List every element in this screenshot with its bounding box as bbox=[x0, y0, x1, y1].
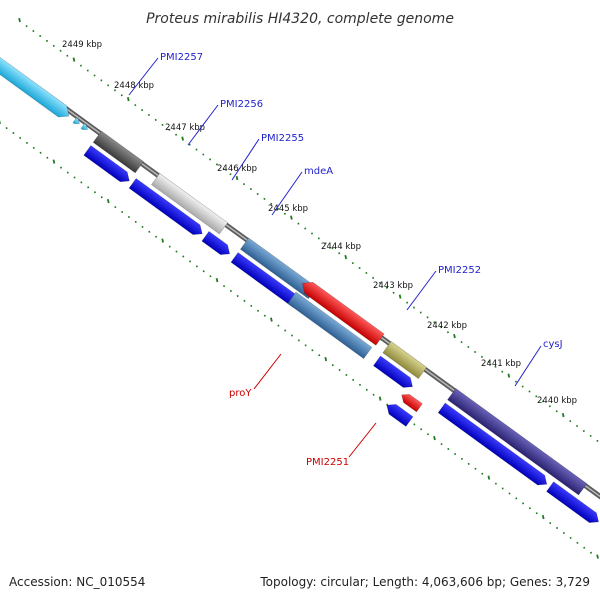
gene-label-pmi2257[interactable]: PMI2257 bbox=[160, 52, 203, 63]
tick-mark bbox=[235, 176, 239, 181]
accession-text: Accession: NC_010554 bbox=[9, 575, 145, 589]
tick-mark bbox=[270, 317, 273, 322]
gene-feature-proy[interactable] bbox=[298, 277, 385, 346]
kbp-label: 2449 kbp bbox=[62, 40, 102, 50]
tick-mark bbox=[433, 436, 436, 441]
leader-line bbox=[348, 422, 377, 458]
tick-mark bbox=[453, 334, 456, 339]
leader-line bbox=[514, 345, 542, 387]
tick-mark bbox=[561, 413, 565, 418]
tick-mark bbox=[487, 475, 491, 480]
kbp-label: 2444 kbp bbox=[321, 242, 361, 252]
kbp-label: 2448 kbp bbox=[114, 81, 154, 91]
gene-feature-cyan-small[interactable] bbox=[80, 123, 89, 132]
gene-label-pmi2251[interactable]: PMI2251 bbox=[306, 457, 349, 468]
tick-mark bbox=[215, 278, 219, 283]
gene-label-pmi2255[interactable]: PMI2255 bbox=[261, 133, 304, 144]
kbp-label: 2442 kbp bbox=[427, 321, 467, 331]
tick-mark bbox=[161, 238, 164, 243]
gene-feature-cyan-small[interactable] bbox=[72, 117, 81, 126]
cds-feature[interactable] bbox=[128, 178, 206, 238]
gene-feature-pmi2251[interactable] bbox=[399, 391, 423, 413]
tick-mark bbox=[378, 396, 382, 401]
gene-label-pmi2252[interactable]: PMI2252 bbox=[438, 265, 481, 276]
cds-feature[interactable] bbox=[383, 400, 414, 427]
leader-line bbox=[231, 138, 260, 181]
gene-label-cysj[interactable]: cysJ bbox=[543, 339, 563, 350]
kbp-label: 2443 kbp bbox=[373, 281, 413, 291]
gene-feature-pmi2256[interactable] bbox=[151, 172, 229, 235]
tick-tracks bbox=[0, 18, 599, 559]
feature-track bbox=[0, 54, 600, 527]
tick-mark bbox=[126, 97, 130, 102]
tick-mark bbox=[106, 199, 110, 204]
tick-mark bbox=[290, 215, 293, 220]
kbp-label: 2447 kbp bbox=[165, 123, 205, 133]
leader-line bbox=[253, 353, 282, 390]
kbp-label: 2440 kbp bbox=[537, 396, 577, 406]
gene-label-proy[interactable]: proY bbox=[229, 388, 252, 399]
cds-feature[interactable] bbox=[437, 402, 550, 489]
cds-feature[interactable] bbox=[201, 230, 233, 258]
tick-mark bbox=[18, 18, 21, 23]
gene-feature-pmi2252[interactable] bbox=[382, 341, 428, 380]
gene-feature-cyan[interactable] bbox=[0, 54, 73, 122]
gene-feature-mdea[interactable] bbox=[240, 237, 318, 300]
tick-mark bbox=[398, 294, 402, 299]
map-title: Proteus mirabilis HI4320, complete genom… bbox=[146, 11, 454, 27]
gene-labels: PMI2257 PMI2256 PMI2255 mdeA PMI2252 cys… bbox=[128, 52, 563, 468]
tick-mark bbox=[181, 136, 184, 141]
kbp-label: 2445 kbp bbox=[268, 204, 308, 214]
kbp-labels: 2449 kbp 2448 kbp 2447 kbp 2446 kbp 2445… bbox=[62, 40, 577, 406]
kbp-label: 2441 kbp bbox=[481, 359, 521, 369]
gene-feature-pmi2257[interactable] bbox=[92, 130, 144, 174]
gene-label-mdea[interactable]: mdeA bbox=[304, 166, 333, 177]
tick-mark bbox=[541, 515, 545, 520]
gene-feature-proy-region[interactable] bbox=[287, 291, 373, 360]
kbp-label: 2446 kbp bbox=[217, 164, 257, 174]
leader-line bbox=[187, 104, 219, 146]
cds-feature[interactable] bbox=[372, 355, 416, 392]
tick-mark bbox=[344, 255, 348, 260]
leader-line bbox=[406, 270, 437, 311]
gene-feature-cysj[interactable] bbox=[447, 388, 588, 496]
tick-mark bbox=[52, 159, 56, 164]
tick-mark bbox=[596, 554, 599, 559]
cds-feature[interactable] bbox=[546, 481, 600, 527]
gene-label-pmi2256[interactable]: PMI2256 bbox=[220, 99, 263, 110]
leader-line bbox=[271, 171, 303, 216]
tick-mark bbox=[72, 57, 76, 62]
genome-summary-text: Topology: circular; Length: 4,063,606 bp… bbox=[259, 575, 590, 589]
tick-mark bbox=[507, 373, 511, 378]
tick-mark bbox=[324, 357, 328, 362]
cds-feature[interactable] bbox=[83, 145, 133, 186]
leader-line bbox=[128, 57, 159, 96]
